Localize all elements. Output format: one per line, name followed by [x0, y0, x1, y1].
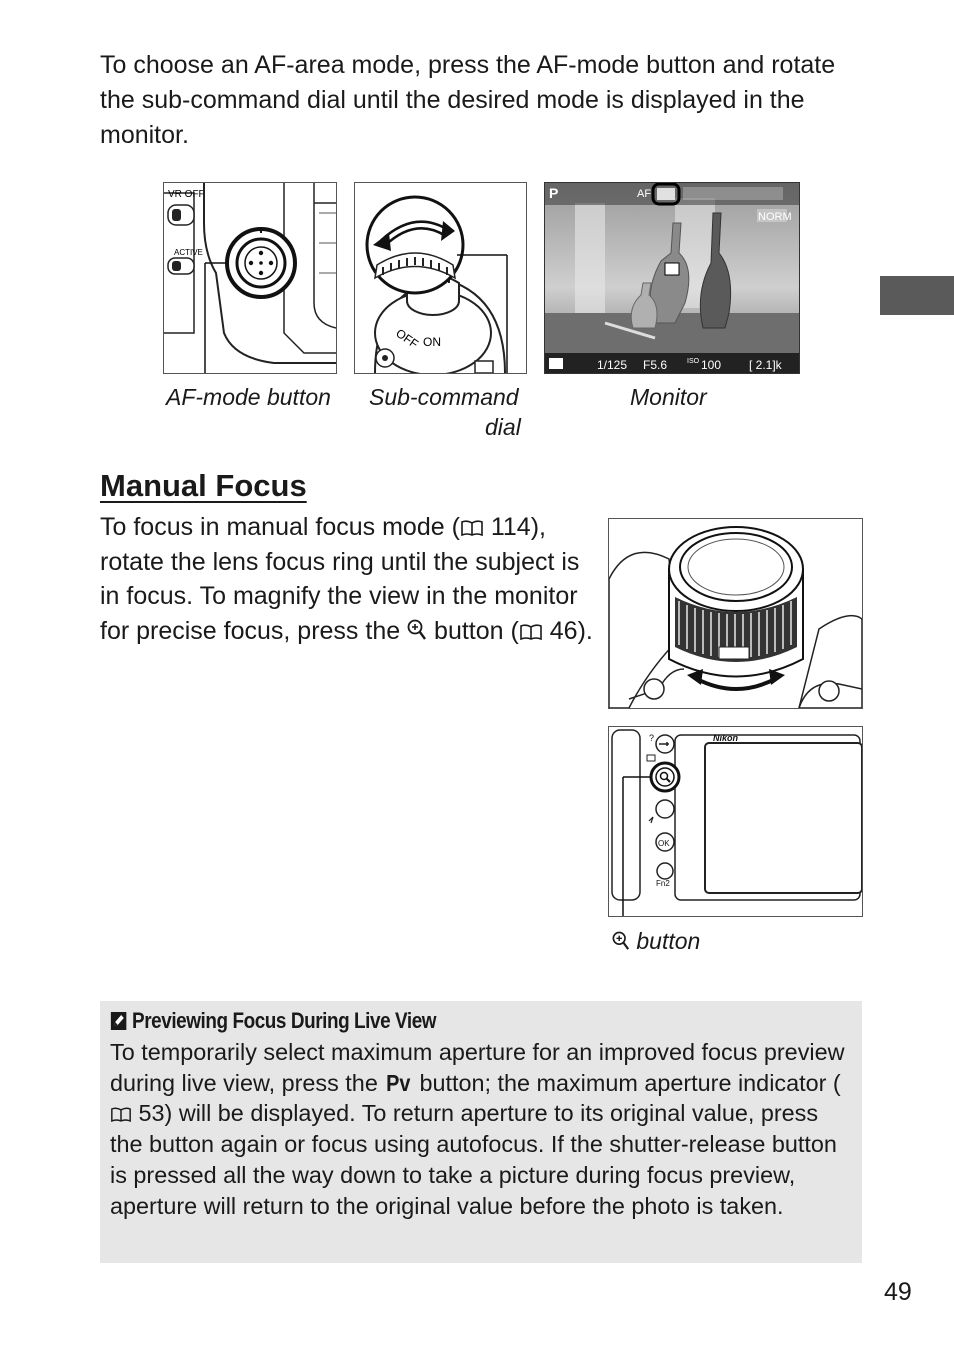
af-mode-button-caption: AF-mode button	[166, 384, 331, 410]
zoom-in-icon	[612, 931, 630, 950]
monitor-mode: P	[549, 185, 558, 201]
book-icon	[111, 1107, 131, 1123]
sub-command-caption-line2: dial	[485, 414, 521, 440]
book-icon	[461, 520, 483, 537]
section-tab	[880, 276, 954, 315]
note-title: Previewing Focus During Live View	[110, 1006, 437, 1036]
pencil-icon	[110, 1012, 127, 1030]
note-box	[100, 1001, 862, 1263]
active-label: ACTIVE	[174, 248, 203, 257]
sub-command-caption-line1: Sub-command	[369, 384, 519, 410]
monitor-af: AF	[637, 188, 651, 200]
monitor-iso: 100	[701, 358, 721, 372]
vr-off-label: VR OFF	[168, 189, 205, 200]
monitor-remaining: [ 2.1]k	[749, 358, 783, 372]
monitor-aperture: F5.6	[643, 358, 667, 372]
page-number: 49	[884, 1278, 912, 1306]
brand-label: Nikon	[713, 733, 739, 743]
monitor-iso-label: ISO	[687, 358, 700, 365]
intro-paragraph: To choose an AF-area mode, press the AF-…	[100, 51, 836, 149]
section-heading: Manual Focus	[100, 468, 307, 503]
monitor-figure: P AF NORM 1/125 F5.6 ISO 100 [ 2.1]k	[544, 182, 800, 374]
camera-back-figure: Nikon ? OK Fn2	[608, 726, 863, 917]
ok-label: OK	[658, 839, 670, 848]
fn2-label: Fn2	[656, 879, 670, 888]
af-mode-button-figure: VR OFF ACTIVE	[163, 182, 337, 374]
monitor-norm: NORM	[758, 211, 792, 223]
manual-focus-paragraph: To focus in manual focus mode ( 114), ro…	[100, 513, 593, 645]
book-icon	[520, 623, 542, 640]
sub-command-dial-figure: OFF ON	[354, 182, 527, 374]
on-label: ON	[423, 335, 441, 349]
pv-button-label: Pv	[386, 1069, 411, 1096]
lens-focus-ring-figure	[608, 518, 863, 709]
monitor-shutter: 1/125	[597, 358, 627, 372]
zoom-in-icon	[407, 619, 427, 640]
monitor-caption: Monitor	[630, 384, 707, 410]
zoom-button-caption: button	[612, 926, 700, 956]
help-label: ?	[649, 733, 654, 743]
note-body: To temporarily select maximum aperture f…	[110, 1039, 845, 1219]
